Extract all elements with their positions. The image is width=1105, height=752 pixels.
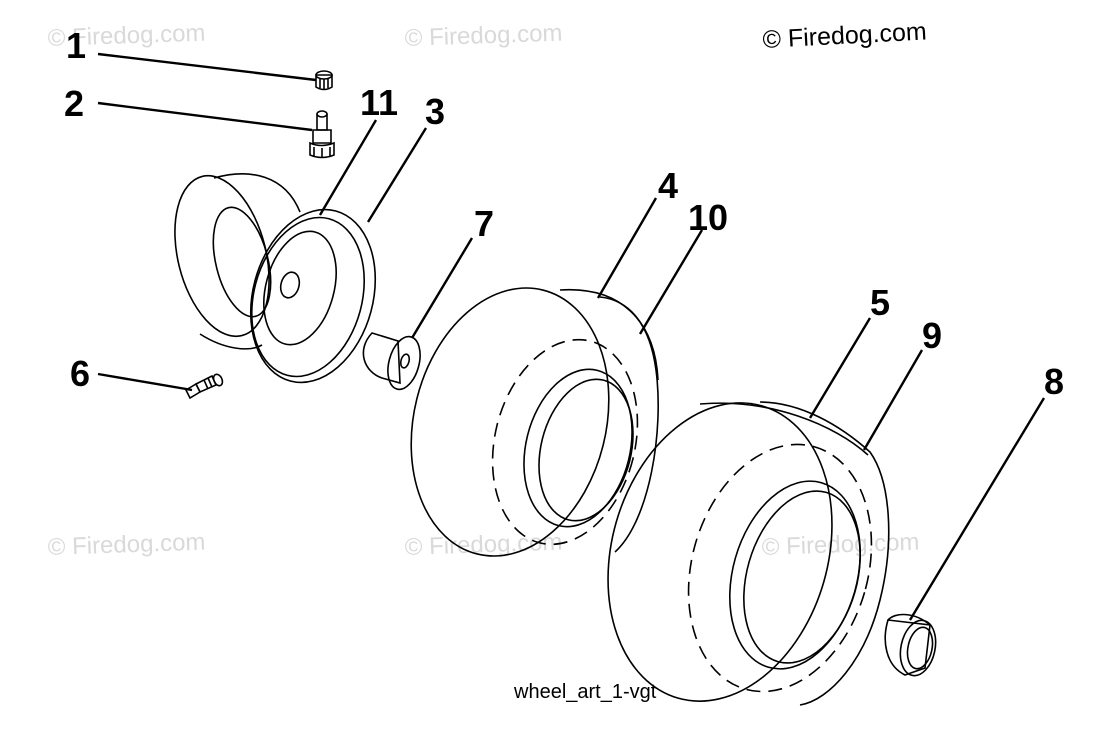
grease-fitting-drawing: [184, 373, 224, 400]
callout-8: 8: [1044, 361, 1064, 402]
copyright-text: © Firedog.com: [762, 17, 928, 54]
watermarks: © Firedog.com © Firedog.com © Firedog.co…: [47, 20, 920, 561]
diagram-caption: wheel_art_1-vgt: [513, 681, 657, 703]
watermark: © Firedog.com: [47, 529, 206, 561]
watermark: © Firedog.com: [404, 529, 563, 561]
wheel-rim-drawing: [174, 173, 377, 384]
watermark: © Firedog.com: [761, 529, 920, 561]
valve-cap-drawing: [315, 70, 333, 91]
valve-stem-drawing: [309, 110, 335, 159]
leader-lines: [97, 52, 1046, 621]
bushing-drawing: [362, 332, 421, 391]
leader-line-4: [596, 197, 658, 299]
callout-10: 10: [688, 197, 728, 238]
callout-2: 2: [64, 83, 84, 124]
callout-11: 11: [360, 82, 398, 123]
watermark: © Firedog.com: [404, 20, 563, 52]
leader-line-5: [808, 317, 872, 419]
watermark: © Firedog.com: [47, 20, 206, 52]
callout-5: 5: [870, 282, 890, 323]
leader-line-7: [410, 237, 474, 339]
callout-4: 4: [658, 165, 678, 206]
leader-line-2: [97, 101, 313, 132]
leader-line-11: [318, 119, 378, 216]
hub-cap-drawing: [884, 613, 937, 677]
leader-line-9: [862, 349, 924, 451]
callout-labels: 1 2 11 3 7 4 10 5 9 8 6: [64, 25, 1064, 402]
callout-7: 7: [474, 203, 494, 244]
callout-6: 6: [70, 353, 90, 394]
callout-3: 3: [425, 91, 445, 132]
rear-tire-drawing: [607, 401, 890, 706]
leader-line-1: [97, 52, 317, 82]
leader-line-3: [366, 127, 428, 223]
leader-line-8: [908, 397, 1046, 621]
callout-1: 1: [66, 25, 86, 66]
callout-9: 9: [922, 315, 942, 356]
leader-line-10: [638, 229, 704, 335]
front-tire-drawing: [410, 287, 659, 557]
leader-line-6: [97, 372, 193, 392]
